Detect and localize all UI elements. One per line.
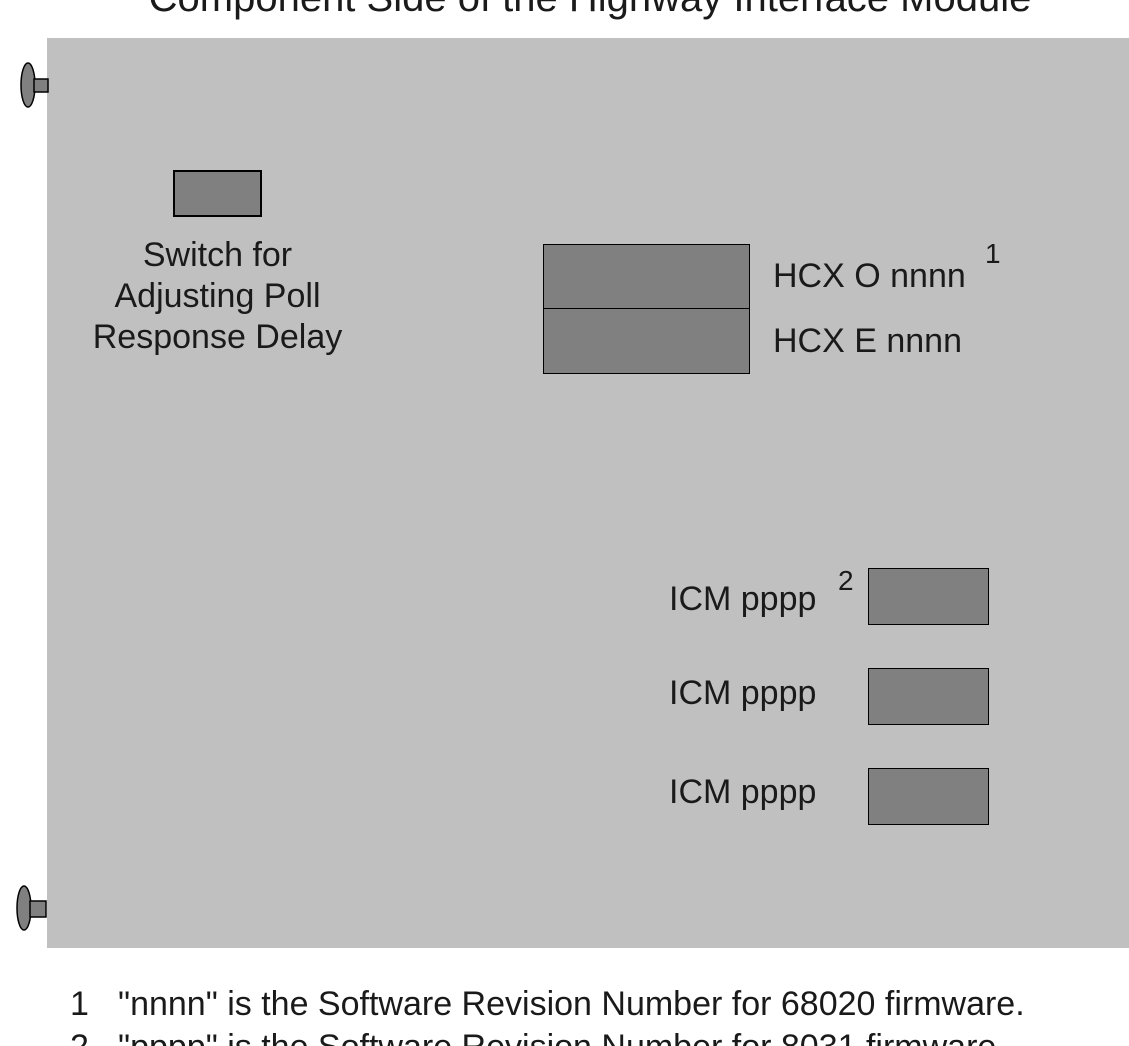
icm-chip [868,668,989,725]
icm-chip [868,768,989,825]
switch-caption: Switch for Adjusting Poll Response Delay [60,235,375,358]
diagram-title: Component Side of the Highway Interface … [0,0,1129,18]
hcx-even-chip [543,308,750,374]
icm-label: ICM pppp [669,674,817,712]
hcx-footnote-marker: 1 [985,238,1001,269]
hcx-odd-chip [543,244,750,309]
switch-caption-line: Adjusting Poll [114,277,321,315]
switch-caption-line: Switch for [142,236,293,274]
icm-label: ICM pppp [669,773,817,811]
icm-footnote-marker: 2 [838,565,854,596]
footnote-marker: 1 [70,985,89,1023]
icm-label: ICM pppp [669,580,817,618]
bottom-board-fastener [16,885,47,931]
top-board-fastener [20,62,49,108]
icm-chip [868,568,989,625]
switch-caption-line: Response Delay [92,318,343,356]
footnote: 2"pppp" is the Software Revision Number … [70,1030,1006,1046]
footnote-marker: 2 [70,1030,118,1046]
poll-delay-switch [173,170,262,217]
footnote-text: "nnnn" is the Software Revision Number f… [118,985,1025,1023]
footnote: 1 "nnnn" is the Software Revision Number … [70,987,1025,1021]
hcx-odd-label: HCX O nnnn [773,257,966,295]
footnote-text: "pppp" is the Software Revision Number f… [118,1028,1006,1046]
hcx-even-label: HCX E nnnn [773,322,962,360]
